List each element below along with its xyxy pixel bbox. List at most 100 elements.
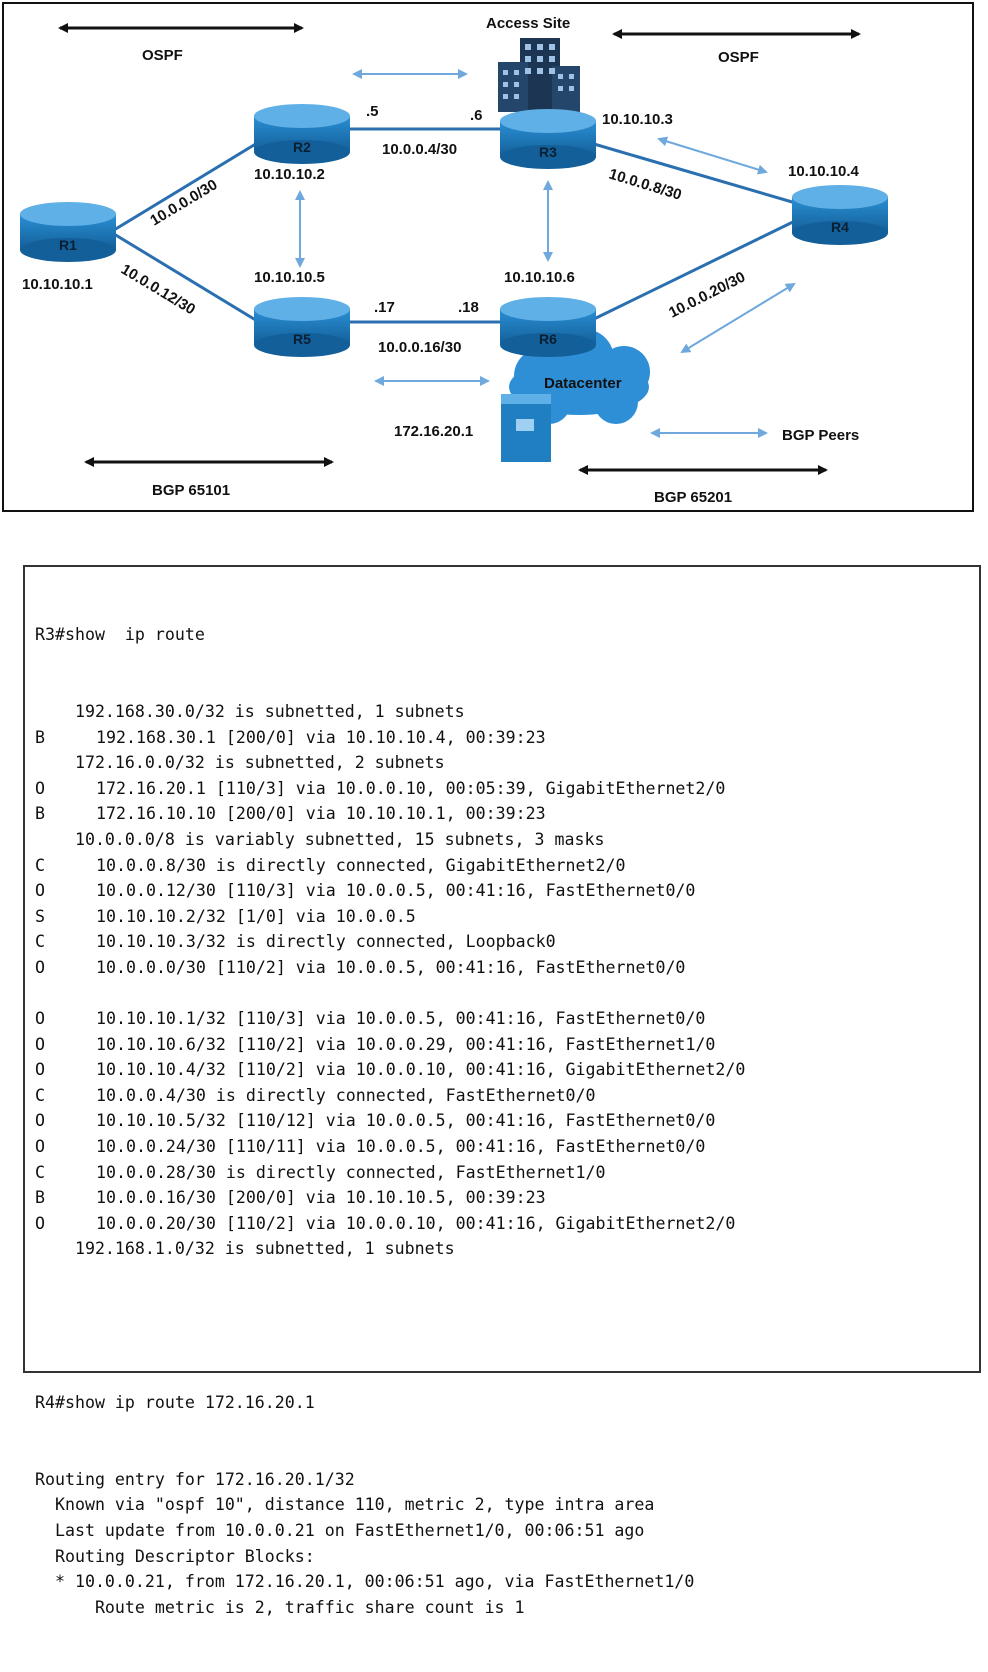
route-entry-text: 10.0.0.28/30 is directly connected, Fast…: [96, 1162, 606, 1182]
link-r1-r5-label: 10.0.0.12/30: [118, 261, 198, 319]
route-entry-text: 192.168.30.1 [200/0] via 10.10.10.4, 00:…: [96, 727, 546, 747]
route-code: B: [35, 804, 45, 824]
route-code: C: [35, 932, 45, 952]
route-line: O 10.10.10.1/32 [110/3] via 10.0.0.5, 00:…: [35, 1006, 745, 1032]
route-line: O 10.10.10.6/32 [110/2] via 10.0.0.29, 00…: [35, 1032, 745, 1058]
route-code: O: [35, 778, 45, 798]
route-line: 172.16.0.0/32 is subnetted, 2 subnets: [35, 750, 745, 776]
route-entry-text: 10.0.0.8/30 is directly connected, Gigab…: [96, 855, 626, 875]
route-line: O 10.0.0.0/30 [110/2] via 10.0.0.5, 00:41…: [35, 955, 745, 981]
route-code: O: [35, 1034, 45, 1054]
route-entry-text: 10.0.0.0/30 [110/2] via 10.0.0.5, 00:41:…: [96, 957, 686, 977]
ospf-left-label: OSPF: [142, 47, 183, 64]
route-header-text: 172.16.0.0/32 is subnetted, 2 subnets: [35, 753, 445, 773]
building-icon: [498, 38, 580, 112]
link-r3-r4-label: 10.0.0.8/30: [607, 166, 684, 204]
route-code: O: [35, 1213, 45, 1233]
route-line: 192.168.30.0/32 is subnetted, 1 subnets: [35, 699, 745, 725]
ibgp-arrow-r3-r4: [657, 136, 768, 175]
route-line: O 10.0.0.12/30 [110/3] via 10.0.0.5, 00:4…: [35, 878, 745, 904]
route-code: C: [35, 855, 45, 875]
router-r5-loopback: 10.10.10.5: [254, 269, 325, 286]
route-detail-line: Routing entry for 172.16.20.1/32: [35, 1469, 355, 1489]
route-detail-line: Last update from 10.0.0.21 on FastEthern…: [35, 1520, 645, 1540]
route-line: 10.0.0.0/8 is variably subnetted, 15 sub…: [35, 827, 745, 853]
ibgp-arrow-r6-r4: [680, 282, 796, 354]
router-r2-loopback: 10.10.10.2: [254, 166, 325, 183]
peer-arrows: [295, 69, 796, 438]
route-entry-text: 172.16.20.1 [110/3] via 10.0.0.10, 00:05…: [96, 778, 726, 798]
link-r6-r4: [593, 217, 800, 321]
route-entry-text: 10.10.10.2/32 [1/0] via 10.0.0.5: [96, 906, 416, 926]
bgp-peers-label: BGP Peers: [782, 427, 859, 444]
route-entry-text: 10.10.10.6/32 [110/2] via 10.0.0.29, 00:…: [96, 1034, 716, 1054]
route-detail-line: * 10.0.0.21, from 172.16.20.1, 00:06:51 …: [35, 1572, 695, 1592]
route-line: B 172.16.10.10 [200/0] via 10.10.10.1, 00…: [35, 801, 745, 827]
route-entry-text: 172.16.10.10 [200/0] via 10.10.10.1, 00:…: [96, 804, 546, 824]
server-ip-label: 172.16.20.1: [394, 423, 473, 440]
route-code: B: [35, 727, 45, 747]
route-line: B 192.168.30.1 [200/0] via 10.10.10.4, 00…: [35, 725, 745, 751]
route-detail-line: Route metric is 2, traffic share count i…: [35, 1597, 525, 1617]
route-detail-line: Routing Descriptor Blocks:: [35, 1546, 315, 1566]
link-r5-r6-end-b: .18: [458, 299, 479, 316]
router-r4[interactable]: [792, 185, 888, 245]
server-icon: [501, 394, 551, 462]
link-r5-r6-label: 10.0.0.16/30: [378, 339, 461, 356]
route-entry-text: 10.0.0.20/30 [110/2] via 10.0.0.10, 00:4…: [96, 1213, 736, 1233]
router-r5[interactable]: [254, 297, 350, 357]
router-r2-name: R2: [293, 139, 311, 155]
route-code: S: [35, 906, 45, 926]
route-entry-text: 10.0.0.4/30 is directly connected, FastE…: [96, 1085, 596, 1105]
route-entry-text: 10.10.10.1/32 [110/3] via 10.0.0.5, 00:4…: [96, 1009, 706, 1029]
route-entry-text: 10.0.0.24/30 [110/11] via 10.0.0.5, 00:4…: [96, 1137, 706, 1157]
router-r2[interactable]: [254, 104, 350, 164]
route-line: O 10.10.10.5/32 [110/12] via 10.0.0.5, 00…: [35, 1108, 745, 1134]
topology-svg: R1 R2 R3 R4 R5 R6 10.10.10.1 10.10.10.2 …: [20, 15, 888, 506]
route-code: O: [35, 1009, 45, 1029]
r4-route-detail: Routing entry for 172.16.20.1/32 Known v…: [35, 1467, 745, 1621]
route-detail-line: Known via "ospf 10", distance 110, metri…: [35, 1495, 655, 1515]
router-r4-name: R4: [831, 219, 849, 235]
topology-diagram: R1 R2 R3 R4 R5 R6 10.10.10.1 10.10.10.2 …: [2, 2, 974, 512]
route-line: B 10.0.0.16/30 [200/0] via 10.10.10.5, 00…: [35, 1185, 745, 1211]
route-line: 192.168.1.0/32 is subnetted, 1 subnets: [35, 1236, 745, 1262]
route-code: C: [35, 1162, 45, 1182]
cli-output-panel: R3#show ip route 192.168.30.0/32 is subn…: [23, 565, 981, 1617]
route-entry-text: 10.0.0.16/30 [200/0] via 10.10.10.5, 00:…: [96, 1188, 546, 1208]
link-r2-r3-end-b: .6: [470, 107, 483, 124]
bgp-right-label: BGP 65201: [654, 489, 732, 506]
datacenter-label: Datacenter: [544, 375, 622, 392]
router-r1-name: R1: [59, 237, 77, 253]
route-code: B: [35, 1188, 45, 1208]
route-entry-text: 10.10.10.5/32 [110/12] via 10.0.0.5, 00:…: [96, 1111, 716, 1131]
access-site-label: Access Site: [486, 15, 570, 32]
router-r1[interactable]: [20, 202, 116, 262]
route-header-text: 192.168.1.0/32 is subnetted, 1 subnets: [35, 1239, 455, 1259]
route-line: C 10.0.0.4/30 is directly connected, Fast…: [35, 1083, 745, 1109]
route-code: O: [35, 1111, 45, 1131]
route-line: S 10.10.10.2/32 [1/0] via 10.0.0.5: [35, 904, 745, 930]
route-line: C 10.0.0.8/30 is directly connected, Giga…: [35, 853, 745, 879]
route-header-text: 10.0.0.0/8 is variably subnetted, 15 sub…: [35, 829, 605, 849]
blank-line: [35, 1313, 745, 1339]
router-r3[interactable]: [500, 109, 596, 169]
router-r3-loopback: 10.10.10.3: [602, 111, 673, 128]
route-line: [35, 981, 745, 1007]
router-r6[interactable]: [500, 297, 596, 357]
route-entry-text: 10.0.0.12/30 [110/3] via 10.0.0.5, 00:41…: [96, 881, 696, 901]
route-code: O: [35, 957, 45, 977]
route-code: O: [35, 881, 45, 901]
router-r1-loopback: 10.10.10.1: [22, 276, 93, 293]
route-line: O 172.16.20.1 [110/3] via 10.0.0.10, 00:0…: [35, 776, 745, 802]
bgp-left-label: BGP 65101: [152, 482, 230, 499]
router-r6-name: R6: [539, 331, 557, 347]
link-r2-r3-end-a: .5: [366, 103, 379, 120]
router-r3-name: R3: [539, 144, 557, 160]
route-header-text: 192.168.30.0/32 is subnetted, 1 subnets: [35, 701, 465, 721]
router-r4-loopback: 10.10.10.4: [788, 163, 860, 180]
route-code: C: [35, 1085, 45, 1105]
link-r5-r6-end-a: .17: [374, 299, 395, 316]
